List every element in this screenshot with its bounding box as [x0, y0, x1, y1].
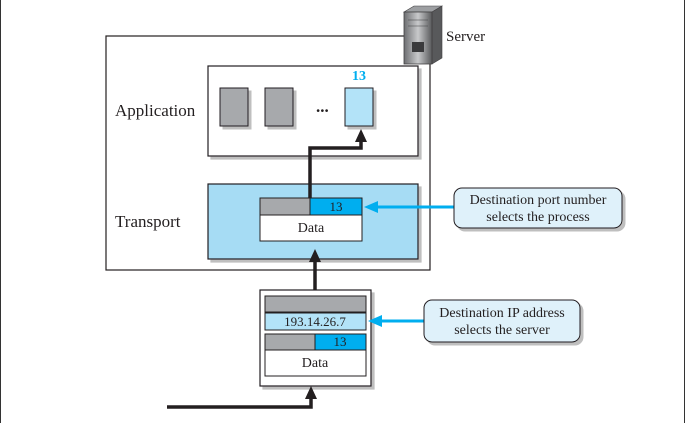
transport-port-value: 13 — [330, 199, 343, 214]
port-callout-line2: selects the process — [486, 210, 589, 225]
transport-segment: 13 Data — [259, 197, 363, 242]
packet-data-label: Data — [302, 356, 329, 371]
packet-header-gray — [264, 295, 367, 313]
port-callout-box — [453, 187, 623, 229]
transport-data-label: Data — [298, 221, 325, 236]
transport-layer-label: Transport — [115, 212, 181, 231]
process-port-label: 13 — [352, 69, 366, 84]
server-label: Server — [446, 29, 485, 45]
process-box-2 — [264, 87, 294, 127]
packet-data-field — [264, 349, 367, 377]
application-layer-label: Application — [115, 101, 196, 120]
server-icon — [402, 5, 444, 65]
ip-callout-arrow — [368, 315, 424, 327]
packet-ip-value: 193.14.26.7 — [284, 314, 346, 329]
flow-arrow-transport-to-process — [308, 129, 367, 198]
process-box-1 — [219, 87, 249, 127]
flow-arrow-incoming — [167, 386, 317, 409]
ip-callout-box — [423, 299, 581, 343]
flow-arrow-packet-to-transport — [309, 249, 321, 290]
ip-callout-line2: selects the server — [454, 323, 550, 338]
packet-port-value: 13 — [334, 334, 347, 349]
transport-data-field — [259, 214, 363, 242]
port-callout-arrow — [364, 201, 454, 213]
ip-callout-line1: Destination IP address — [439, 306, 564, 321]
packet-ip-field — [264, 312, 367, 331]
packet-segment-gray — [264, 333, 316, 351]
port-callout-line1: Destination port number — [470, 193, 607, 208]
process-ellipsis: ... — [316, 97, 329, 116]
process-box-13 — [344, 87, 374, 127]
